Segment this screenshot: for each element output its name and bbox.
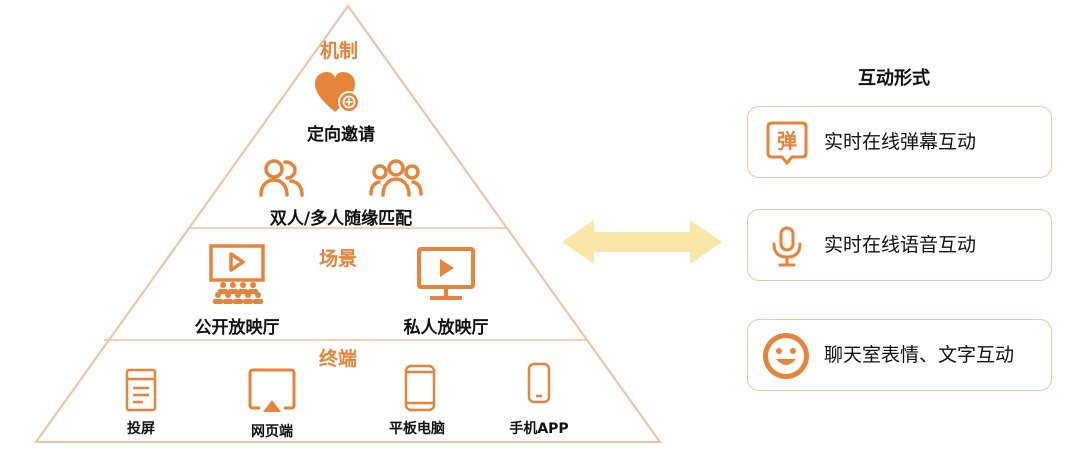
label-public-theater: 公开放映厅 <box>194 318 280 338</box>
smiley-icon <box>763 333 809 379</box>
section-mechanism: 机制 <box>319 40 359 62</box>
svg-text:弹: 弹 <box>777 129 797 153</box>
web-airplay-icon <box>248 368 296 412</box>
cast-screen-icon <box>125 368 157 412</box>
phone-icon <box>527 362 551 404</box>
two-people-icon <box>259 159 304 197</box>
tablet-icon <box>404 364 436 412</box>
label-private-theater: 私人放映厅 <box>403 318 489 338</box>
interaction-title: 互动形式 <box>858 68 930 89</box>
interaction-card-danmaku: 弹 实时在线弹幕互动 <box>747 106 1052 178</box>
group-people-icon <box>369 159 423 197</box>
pyramid-outline <box>34 4 662 443</box>
interaction-card-chat: 聊天室表情、文字互动 <box>747 319 1052 391</box>
private-theater-icon <box>417 247 475 300</box>
danmaku-icon: 弹 <box>766 121 808 165</box>
section-scene: 场景 <box>318 248 358 270</box>
interaction-label: 实时在线弹幕互动 <box>824 131 977 153</box>
label-random-match: 双人/多人随缘匹配 <box>269 209 413 229</box>
microphone-icon <box>772 226 802 267</box>
section-terminal: 终端 <box>318 348 358 370</box>
double-arrow <box>562 220 722 264</box>
heart-plus-icon <box>315 72 360 113</box>
interaction-label: 实时在线语音互动 <box>824 234 977 256</box>
interaction-label: 聊天室表情、文字互动 <box>824 344 1015 366</box>
interaction-card-voice: 实时在线语音互动 <box>747 209 1052 281</box>
label-directed-invite: 定向邀请 <box>307 125 375 145</box>
public-theater-icon <box>209 244 265 304</box>
label-phone-app: 手机APP <box>509 421 569 437</box>
label-web: 网页端 <box>251 424 293 440</box>
label-tablet: 平板电脑 <box>389 421 445 437</box>
label-cast: 投屏 <box>127 421 155 437</box>
